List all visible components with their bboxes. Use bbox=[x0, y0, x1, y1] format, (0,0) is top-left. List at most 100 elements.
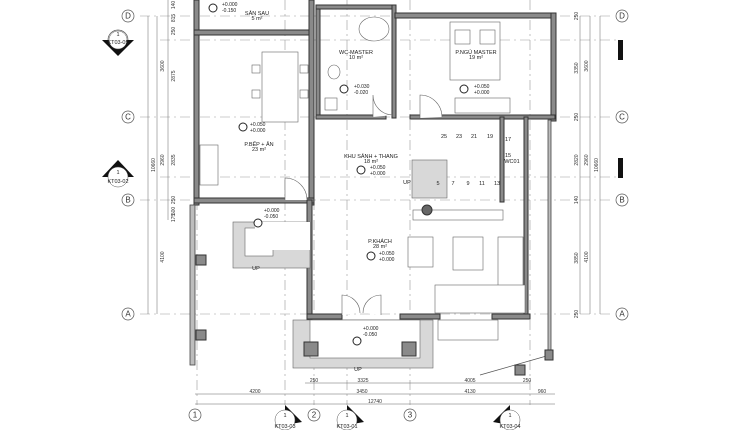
svg-text:B: B bbox=[619, 196, 624, 205]
svg-text:250: 250 bbox=[171, 196, 177, 205]
svg-text:3600: 3600 bbox=[160, 60, 166, 71]
svg-text:3450: 3450 bbox=[356, 389, 367, 395]
svg-text:1: 1 bbox=[116, 32, 119, 38]
svg-text:KT03-03: KT03-03 bbox=[274, 424, 295, 430]
bathtub bbox=[358, 16, 390, 42]
svg-text:2960: 2960 bbox=[160, 154, 166, 165]
door bbox=[284, 177, 308, 201]
section-marker-kt03-04: 1 KT03-04 bbox=[493, 405, 521, 430]
svg-text:3350: 3350 bbox=[574, 62, 580, 73]
section-marker-kt03-01: 1 KT03-01 bbox=[336, 405, 364, 430]
svg-text:10 m²: 10 m² bbox=[349, 55, 363, 61]
stair-landing bbox=[411, 159, 448, 199]
room-ngu-master: P.NGỦ MASTER bbox=[455, 49, 496, 56]
svg-text:23 m²: 23 m² bbox=[252, 147, 266, 153]
armchair bbox=[407, 236, 434, 268]
svg-text:3325: 3325 bbox=[357, 378, 368, 384]
svg-text:+0.000: +0.000 bbox=[474, 90, 490, 96]
coffee-table bbox=[452, 236, 484, 271]
section-marker-kt03-02: 1 KT03-02 bbox=[102, 160, 134, 188]
svg-text:500: 500 bbox=[171, 207, 177, 216]
svg-text:C: C bbox=[619, 113, 625, 122]
svg-text:+0.050: +0.050 bbox=[370, 165, 386, 171]
entry-door bbox=[341, 294, 382, 315]
svg-text:4130: 4130 bbox=[464, 389, 475, 395]
svg-text:UP: UP bbox=[354, 367, 362, 373]
svg-text:+0.050: +0.050 bbox=[250, 122, 266, 128]
svg-text:4005: 4005 bbox=[464, 378, 475, 384]
sink bbox=[324, 97, 338, 111]
svg-text:-0.150: -0.150 bbox=[222, 8, 236, 14]
svg-text:KT03-02: KT03-02 bbox=[107, 179, 128, 185]
furniture bbox=[199, 16, 526, 341]
section-marker-kt03-03: 1 KT03-03 bbox=[274, 405, 302, 430]
svg-text:+0.000: +0.000 bbox=[264, 208, 280, 214]
column bbox=[303, 341, 319, 357]
svg-text:KT03-05: KT03-05 bbox=[107, 40, 128, 46]
svg-text:3: 3 bbox=[408, 411, 413, 420]
svg-text:23: 23 bbox=[456, 134, 462, 140]
svg-text:2820: 2820 bbox=[574, 154, 580, 165]
svg-text:+0.000: +0.000 bbox=[370, 171, 386, 177]
dimensions-left: 10660 3600 2960 4100 140 815 250 2875 28… bbox=[147, 0, 177, 314]
svg-text:815: 815 bbox=[171, 14, 177, 23]
svg-text:1: 1 bbox=[283, 413, 286, 419]
svg-text:17: 17 bbox=[505, 137, 511, 143]
svg-text:9: 9 bbox=[466, 181, 469, 187]
svg-text:UP: UP bbox=[252, 266, 260, 272]
svg-text:18 m²: 18 m² bbox=[364, 159, 378, 165]
svg-text:4100: 4100 bbox=[584, 251, 590, 262]
tv-cabinet bbox=[454, 97, 511, 114]
stair-numbers: 25 23 21 19 17 15 5 7 9 11 13 UP bbox=[403, 134, 511, 187]
room-bep-an: P.BẾP + ĂN bbox=[244, 141, 273, 148]
svg-text:+0.000: +0.000 bbox=[250, 128, 266, 134]
svg-text:10660: 10660 bbox=[594, 158, 600, 172]
svg-text:12740: 12740 bbox=[368, 399, 382, 405]
svg-text:KT03-01: KT03-01 bbox=[336, 424, 357, 430]
toilet bbox=[327, 64, 341, 80]
svg-text:3600: 3600 bbox=[584, 60, 590, 71]
svg-text:D: D bbox=[619, 12, 625, 21]
svg-text:5: 5 bbox=[436, 181, 439, 187]
svg-text:15: 15 bbox=[505, 153, 511, 159]
svg-text:28 m²: 28 m² bbox=[373, 244, 387, 250]
room-khach: P.KHÁCH bbox=[368, 238, 392, 245]
svg-text:140: 140 bbox=[171, 1, 177, 10]
room-wc-master: WC-MASTER bbox=[339, 50, 373, 56]
svg-text:250: 250 bbox=[310, 378, 319, 384]
svg-text:1: 1 bbox=[116, 170, 119, 176]
svg-text:-0.050: -0.050 bbox=[363, 332, 377, 338]
svg-text:5 m²: 5 m² bbox=[252, 16, 263, 22]
svg-text:1: 1 bbox=[193, 411, 198, 420]
svg-text:11: 11 bbox=[479, 181, 485, 187]
svg-text:D: D bbox=[125, 12, 131, 21]
svg-text:3850: 3850 bbox=[574, 252, 580, 263]
room-labels: SÂN SAU 5 m² +0.000 -0.150 WC-MASTER 10 … bbox=[222, 2, 520, 373]
svg-text:140: 140 bbox=[574, 196, 580, 205]
svg-text:1: 1 bbox=[345, 413, 348, 419]
svg-text:250: 250 bbox=[574, 310, 580, 319]
svg-text:19: 19 bbox=[487, 134, 493, 140]
console bbox=[412, 209, 504, 221]
room-khu-sanh: KHU SẢNH + THANG bbox=[344, 153, 398, 160]
svg-text:UP: UP bbox=[403, 180, 411, 186]
svg-text:250: 250 bbox=[574, 113, 580, 122]
column bbox=[401, 341, 417, 357]
svg-text:+0.050: +0.050 bbox=[379, 251, 395, 257]
sofa bbox=[434, 284, 526, 314]
svg-text:19 m²: 19 m² bbox=[469, 55, 483, 61]
svg-text:250: 250 bbox=[523, 378, 532, 384]
svg-text:+0.000: +0.000 bbox=[222, 2, 238, 8]
svg-text:13: 13 bbox=[494, 181, 500, 187]
svg-text:2875: 2875 bbox=[171, 70, 177, 81]
door bbox=[419, 94, 443, 118]
dimensions-bottom: 250 3325 4005 250 4200 3450 4130 960 127… bbox=[195, 378, 555, 405]
room-wc01: WC01 bbox=[504, 159, 519, 165]
grid-bubbles: D C B A D C B A 1 2 3 bbox=[121, 9, 629, 422]
dimensions-right: 250 3350 250 2820 140 3850 250 3600 2960… bbox=[574, 12, 623, 319]
svg-text:250: 250 bbox=[171, 27, 177, 36]
svg-text:4200: 4200 bbox=[249, 389, 260, 395]
level-markers bbox=[208, 3, 469, 346]
svg-text:175: 175 bbox=[171, 214, 177, 223]
